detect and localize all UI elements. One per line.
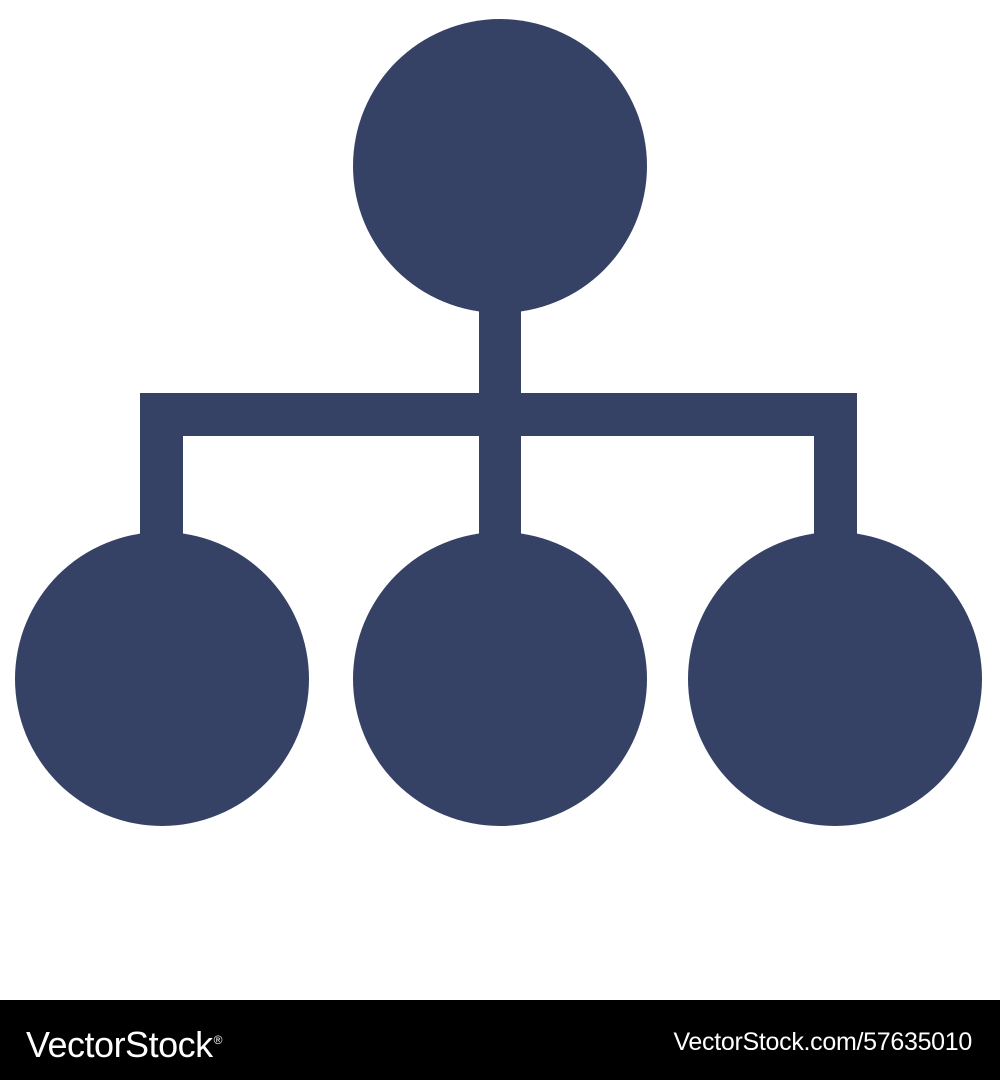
child-node-left	[15, 532, 309, 826]
connector-right-stem	[814, 393, 857, 553]
child-node-center	[353, 532, 647, 826]
image-reference: VectorStock.com/57635010	[673, 1028, 972, 1056]
root-node	[353, 19, 647, 313]
watermark-footer: VectorStock® VectorStock.com/57635010	[0, 1000, 1000, 1080]
vectorstock-logo: VectorStock®	[26, 1018, 222, 1067]
registered-mark: ®	[213, 1033, 223, 1047]
hierarchy-diagram	[15, 19, 982, 826]
brand-name: VectorStock	[26, 1024, 213, 1065]
connector-center-stem	[479, 393, 521, 553]
connector-left-stem	[140, 393, 183, 553]
child-node-right	[688, 532, 982, 826]
org-chart-icon	[15, 19, 982, 826]
